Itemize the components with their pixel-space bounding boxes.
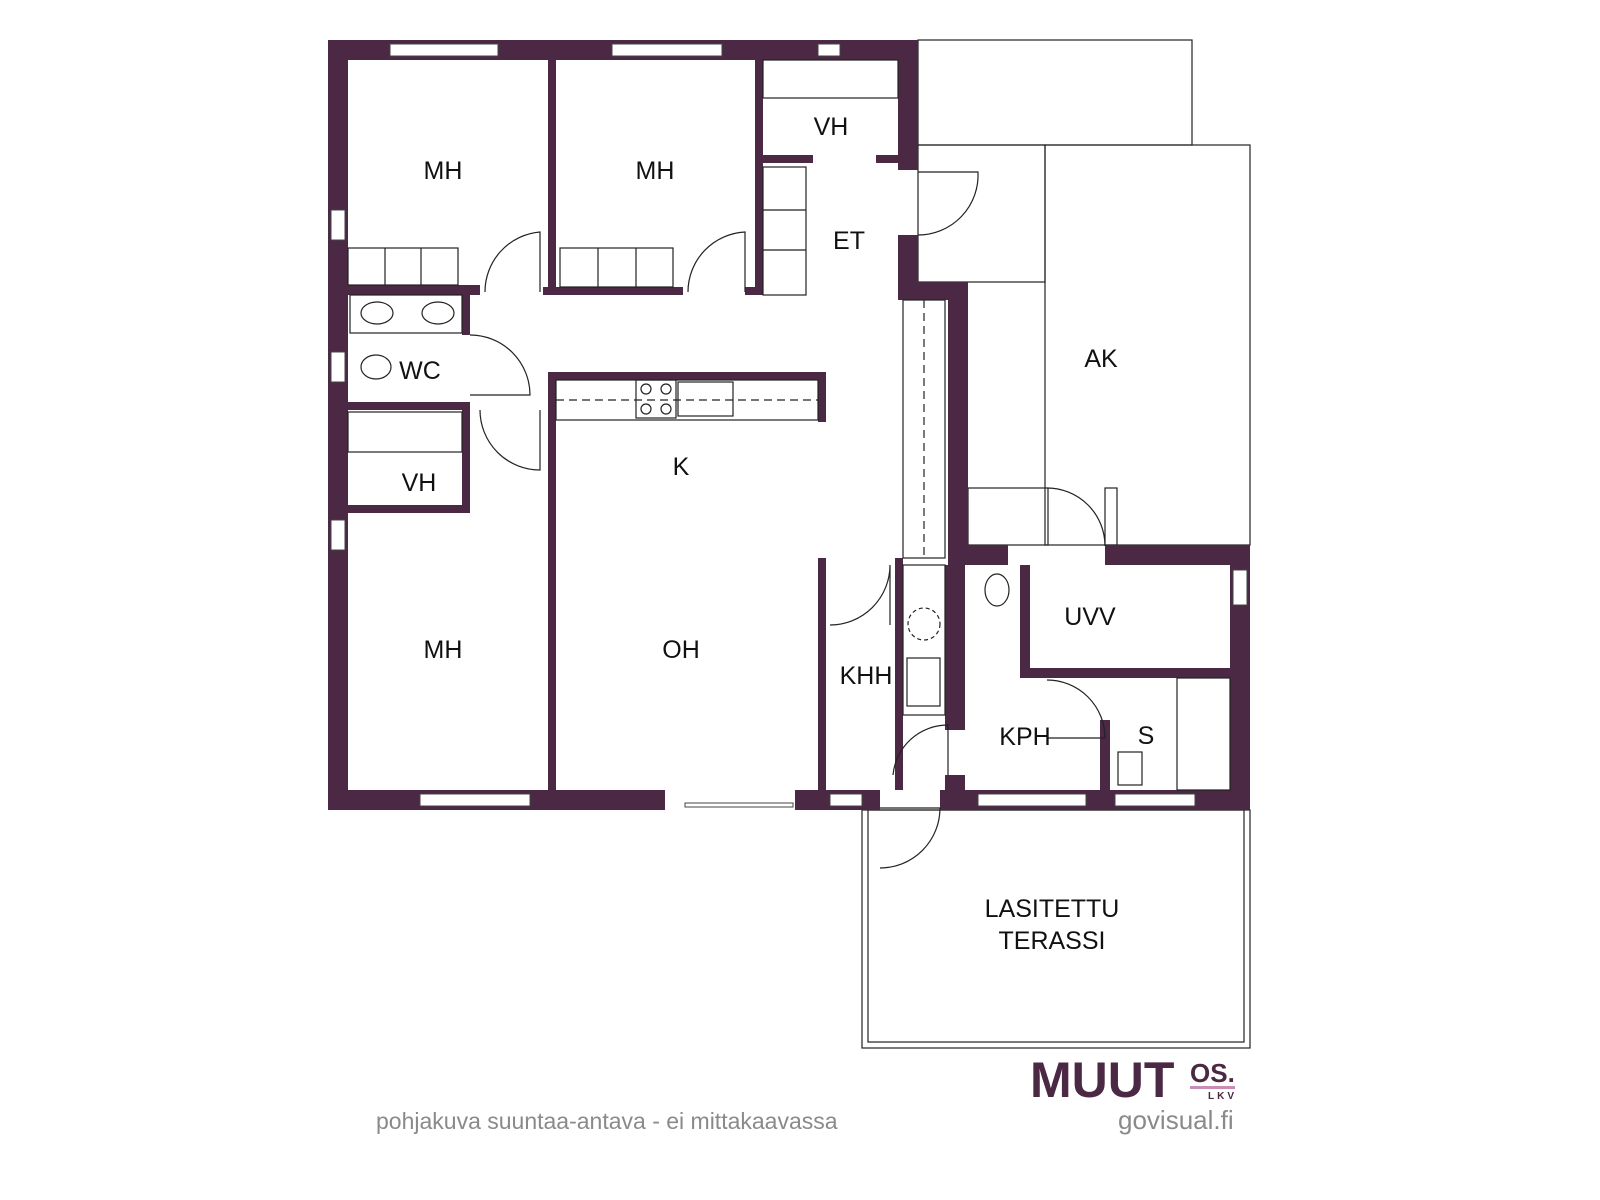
logo-lkv: LKV [1208, 1091, 1237, 1102]
doors [469, 171, 1106, 869]
disclaimer-text: pohjakuva suuntaa-antava - ei mittakaava… [376, 1108, 838, 1134]
terrace-line-2: TERASSI [998, 927, 1106, 955]
room-label-storage: UVV [1064, 603, 1116, 631]
windows [330, 43, 1248, 808]
room-label-bedroom-3: MH [423, 636, 463, 664]
terrace-line-1: LASITETTU [984, 895, 1120, 923]
room-label-terrace: LASITETTU TERASSI [985, 893, 1120, 957]
room-label-kitchen: K [672, 453, 690, 481]
room-label-closet-1: VH [813, 113, 849, 141]
logo-os: OS. [1190, 1058, 1235, 1089]
room-label-bedroom-2: MH [635, 157, 675, 185]
room-label-sauna: S [1137, 722, 1155, 750]
walls [328, 40, 1250, 810]
fixtures [347, 59, 1231, 791]
room-label-entrance: ET [833, 227, 865, 255]
room-label-bedroom-1: MH [423, 157, 463, 185]
room-label-closet-2: VH [401, 469, 437, 497]
room-label-wc: WC [399, 357, 441, 385]
room-label-bathroom: KPH [999, 723, 1051, 751]
credit-text: govisual.fi [1118, 1105, 1234, 1135]
room-label-utility-room: KHH [839, 662, 893, 690]
logo-main: MUUT [1030, 1052, 1175, 1108]
room-label-living-room: OH [662, 636, 700, 664]
room-label-carport: AK [1084, 345, 1118, 373]
